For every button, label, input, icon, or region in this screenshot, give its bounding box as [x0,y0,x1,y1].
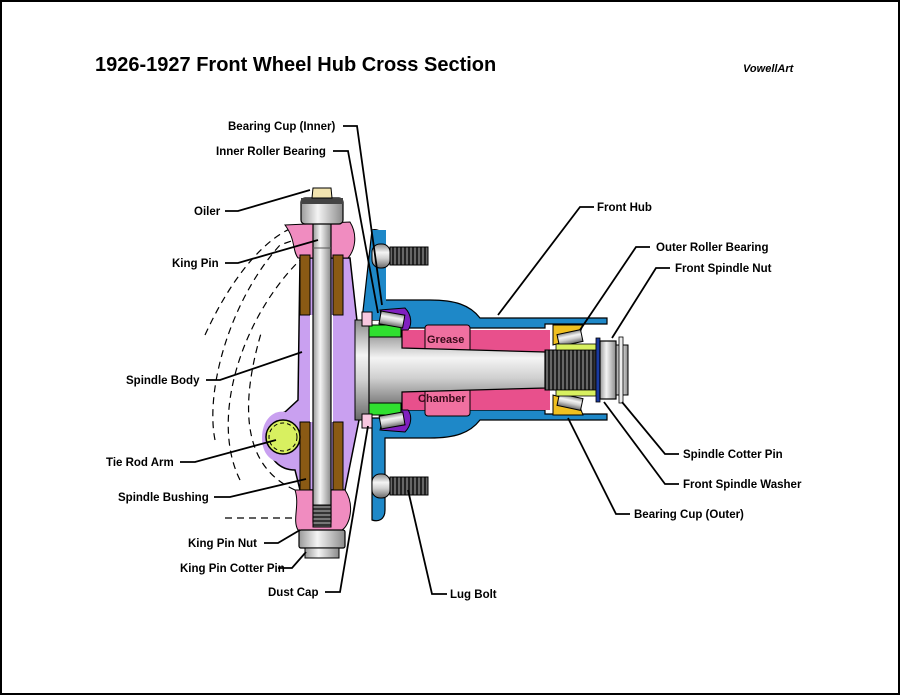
label-inner-roller-bearing: Inner Roller Bearing [216,146,326,158]
label-bearing-cup-outer: Bearing Cup (Outer) [634,509,744,521]
label-spindle-bushing: Spindle Bushing [118,492,209,504]
oiler [311,187,333,199]
label-bearing-cup-inner: Bearing Cup (Inner) [228,121,336,133]
label-front-spindle-nut: Front Spindle Nut [675,263,772,275]
leader-lines [180,125,679,595]
spindle-bushing-bottom [299,421,311,491]
chamber-label: Chamber [418,393,466,405]
lug-bolt-top [371,243,429,269]
spindle-thread [544,349,596,391]
label-king-pin: King Pin [172,258,219,270]
spindle-flange [354,319,370,421]
label-front-hub: Front Hub [597,202,652,214]
label-oiler: Oiler [194,206,221,218]
label-king-pin-cotter-pin: King Pin Cotter Pin [180,563,285,575]
artist-credit: VowellArt [743,63,794,75]
king-pin-cotter-pin [304,547,340,559]
label-outer-roller-bearing: Outer Roller Bearing [656,242,768,254]
front-spindle-nut [599,340,617,400]
grease-label: Grease [427,334,464,346]
inner-roller-bearing [378,310,406,329]
tie-rod-swing-outline [204,224,301,519]
king-pin [312,221,332,523]
label-front-spindle-washer: Front Spindle Washer [683,479,802,491]
tie-rod-arm [265,419,301,455]
dust-seal [361,311,373,327]
spindle-bushing-top [299,254,311,316]
label-spindle-body: Spindle Body [126,375,200,387]
label-spindle-cotter-pin: Spindle Cotter Pin [683,449,783,461]
label-dust-cap: Dust Cap [268,587,318,599]
label-tie-rod-arm: Tie Rod Arm [106,457,174,469]
spindle-cotter-pin [618,336,624,404]
lug-bolt-bottom [371,473,429,499]
diagram-title: 1926-1927 Front Wheel Hub Cross Section [95,54,497,76]
king-pin-nut [298,529,346,549]
label-lug-bolt: Lug Bolt [450,589,497,601]
label-king-pin-nut: King Pin Nut [188,538,257,550]
